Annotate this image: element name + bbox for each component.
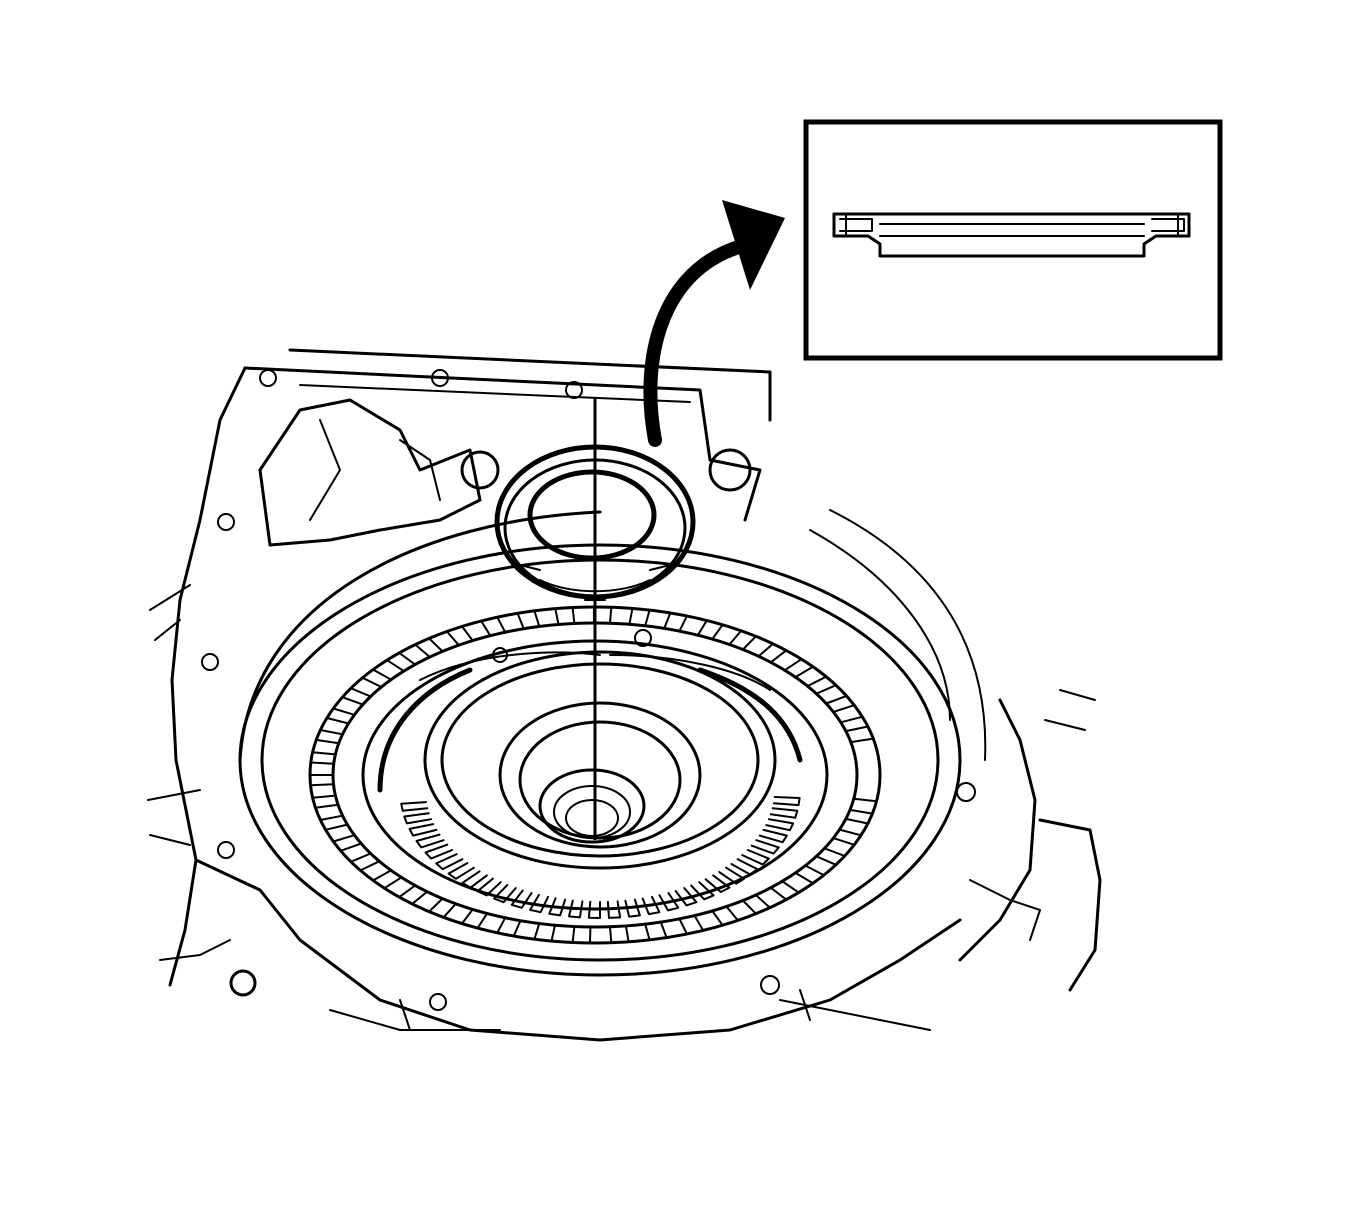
outer-spline-tooth bbox=[659, 917, 688, 939]
outer-spline-tooth bbox=[711, 623, 743, 646]
outer-spline-tooth bbox=[349, 676, 383, 698]
outer-spline-tooth bbox=[359, 860, 392, 882]
outer-spline-tooth bbox=[804, 855, 837, 877]
outer-spline-tooth bbox=[794, 665, 828, 688]
inner-spline-tooth bbox=[772, 796, 801, 807]
outer-spline-tooth bbox=[550, 924, 576, 944]
outer-spline-tooth bbox=[781, 871, 814, 894]
inner-spline-tooth bbox=[690, 881, 715, 901]
inner-spline-tooth bbox=[400, 801, 429, 812]
outer-spline-tooth bbox=[332, 696, 364, 716]
inner-spline-tooth bbox=[674, 887, 698, 907]
outer-spline-tooth bbox=[725, 899, 757, 922]
bearing-cross-section bbox=[832, 212, 1191, 258]
inner-spline-tooth bbox=[730, 858, 759, 876]
inner-spline-tooth bbox=[658, 892, 680, 912]
outer-spline-tooth bbox=[372, 659, 405, 681]
arrow-head bbox=[722, 200, 785, 290]
outer-spline-tooth bbox=[461, 620, 492, 642]
install-arrow bbox=[643, 200, 785, 447]
outer-spline-tooth bbox=[823, 837, 856, 857]
inner-spline-tooth bbox=[476, 877, 502, 897]
inner-spline-tooth bbox=[606, 900, 622, 919]
inner-spline-tooth bbox=[408, 823, 438, 837]
inner-spline-tooth bbox=[435, 853, 464, 871]
outer-spline-tooth bbox=[838, 817, 869, 837]
inset-frame bbox=[803, 119, 1223, 361]
inner-spline-tooth bbox=[741, 849, 770, 866]
inner-spline-tooth bbox=[529, 893, 549, 914]
inner-spline-tooth bbox=[447, 862, 475, 880]
inner-spline-tooth bbox=[510, 889, 533, 909]
outer-spline-tooth bbox=[678, 615, 708, 637]
inner-spline-tooth bbox=[750, 839, 780, 855]
outer-spline-tooth bbox=[512, 919, 541, 941]
outer-spline-tooth bbox=[398, 643, 431, 666]
outer-spline-tooth bbox=[832, 704, 864, 724]
outer-spline-tooth bbox=[311, 738, 340, 756]
outer-spline-tooth bbox=[844, 725, 875, 744]
bolt-holes bbox=[201, 369, 976, 1011]
inner-spline-teeth bbox=[400, 796, 801, 919]
outer-spline-tooth bbox=[309, 761, 335, 776]
inner-spline-tooth bbox=[568, 899, 584, 919]
outer-spline-tooth bbox=[428, 630, 460, 653]
arrow-shaft bbox=[643, 239, 749, 447]
outer-spline-tooth bbox=[624, 923, 651, 943]
inner-spline-tooth bbox=[461, 870, 488, 889]
inner-spline-tooth bbox=[548, 897, 567, 917]
outer-spline-tooth bbox=[754, 886, 788, 909]
outer-spline-tooth bbox=[533, 607, 560, 628]
outer-spline-tooth bbox=[314, 803, 344, 821]
inner-spline-tooth bbox=[493, 884, 517, 904]
inner-spline-tooth bbox=[758, 828, 788, 844]
outer-spline-tooth bbox=[769, 649, 803, 672]
outer-spline-tooth bbox=[383, 876, 417, 899]
inner-spline-tooth bbox=[415, 833, 445, 849]
outer-spline-tooth bbox=[319, 717, 350, 736]
inner-spline-tooth bbox=[403, 812, 433, 825]
outer-spline-tooth bbox=[589, 925, 613, 944]
inner-spline-tooth bbox=[718, 866, 746, 885]
outer-spline-tooth bbox=[693, 909, 724, 932]
inner-spline-tooth bbox=[769, 807, 799, 819]
inner-spline-tooth bbox=[765, 818, 795, 832]
clutch-drum bbox=[308, 605, 882, 945]
outer-spline-teeth bbox=[309, 606, 878, 944]
center-hub bbox=[377, 650, 803, 870]
inner-spline-tooth bbox=[704, 874, 731, 893]
outer-spline-tooth bbox=[849, 797, 878, 815]
outer-spline-tooth bbox=[644, 609, 672, 630]
outer-spline-tooth bbox=[741, 635, 774, 658]
outer-spline-tooth bbox=[339, 842, 372, 863]
inner-spline-tooth bbox=[641, 895, 661, 916]
outer-spline-tooth bbox=[442, 902, 474, 925]
outer-spline-tooth bbox=[476, 912, 507, 934]
outer-spline-tooth bbox=[815, 684, 848, 705]
inner-spline-tooth bbox=[624, 898, 641, 918]
bearing-detail-inset bbox=[803, 119, 1223, 361]
outer-spline-tooth bbox=[571, 606, 595, 625]
outer-spline-tooth bbox=[609, 606, 634, 626]
inner-spline-tooth bbox=[424, 843, 454, 860]
outer-spline-tooth bbox=[411, 890, 444, 913]
inner-spline-tooth bbox=[587, 900, 601, 919]
outer-spline-tooth bbox=[309, 783, 337, 799]
outer-spline-tooth bbox=[324, 823, 356, 843]
outer-spline-tooth bbox=[496, 612, 525, 634]
transmission-case bbox=[147, 348, 1102, 1042]
